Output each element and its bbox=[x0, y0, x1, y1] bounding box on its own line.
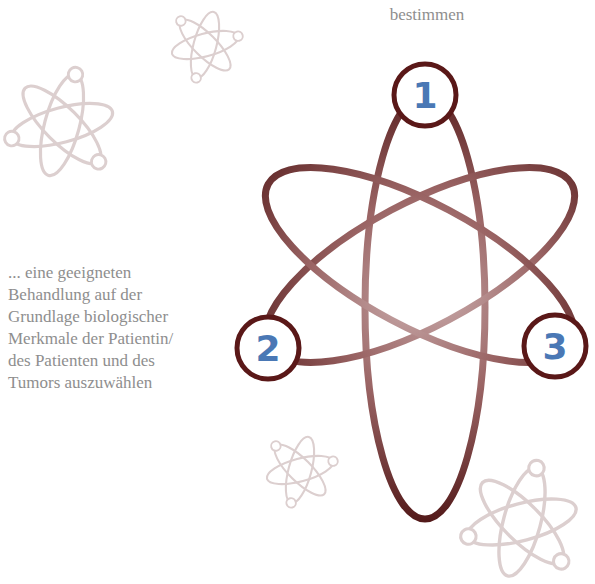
background-atom bbox=[0, 54, 129, 190]
background-atom bbox=[163, 1, 252, 88]
number-circle: 1 bbox=[391, 61, 459, 129]
description-text: ... eine geeigneten Behandlung auf der G… bbox=[8, 262, 198, 394]
number-circle: 3 bbox=[521, 312, 589, 380]
background-atom bbox=[258, 426, 347, 513]
callout-number: 2 bbox=[234, 314, 302, 382]
callout-number: 3 bbox=[521, 312, 589, 380]
heading-fragment: bestimmen bbox=[372, 4, 482, 26]
number-circle: 2 bbox=[234, 314, 302, 382]
background-atom bbox=[452, 446, 594, 584]
callout-number: 1 bbox=[391, 61, 459, 129]
